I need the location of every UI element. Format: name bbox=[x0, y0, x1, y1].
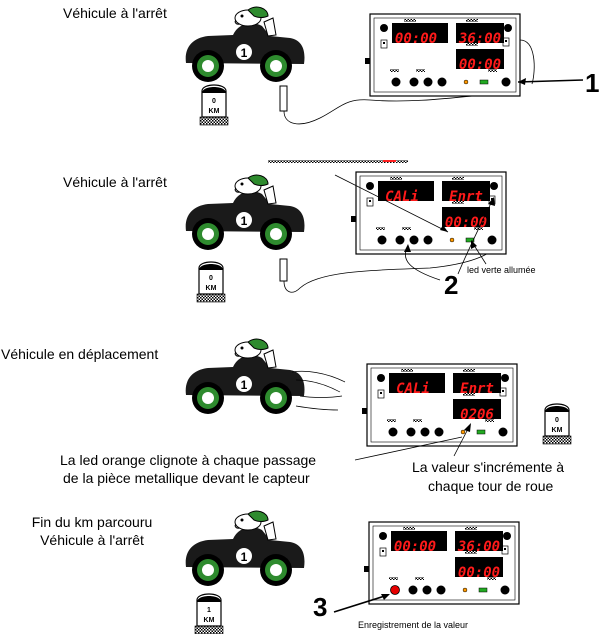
race-car-icon bbox=[185, 338, 305, 415]
step1-caption: Véhicule à l'arrêt bbox=[63, 5, 167, 21]
increment-note-line1: La valeur s'incrémente à bbox=[412, 459, 565, 475]
record-value-note: Enregistrement de la valeur bbox=[358, 620, 469, 630]
display-bottom: 00:00 bbox=[458, 565, 500, 581]
km-marker-icon bbox=[542, 403, 572, 445]
orange-led-note-line1: La led orange clignote à chaque passage bbox=[60, 452, 317, 468]
km-marker-unit: KM bbox=[206, 285, 217, 292]
metal-strip bbox=[268, 160, 408, 163]
step2-group: 0 KM CALi Enrt 00:00 bbox=[185, 160, 507, 303]
callout-number-1: 1 bbox=[585, 68, 600, 98]
km-marker-value: 0 bbox=[555, 417, 559, 424]
step3-caption: Véhicule en déplacement bbox=[1, 346, 159, 362]
step4-caption-line2: Véhicule à l'arrêt bbox=[40, 532, 144, 548]
race-car-icon bbox=[185, 6, 305, 83]
record-button-pressed bbox=[390, 585, 400, 595]
display-top-right: Enrt bbox=[449, 189, 483, 205]
display-top-left: 00:00 bbox=[394, 539, 436, 555]
sensor-icon bbox=[279, 85, 288, 112]
step1-group: 0 KM 00:00 36:00 00:00 bbox=[185, 6, 584, 126]
callout-arrow-3 bbox=[333, 594, 389, 613]
display-bottom: 0206 bbox=[460, 407, 494, 423]
race-car-icon bbox=[185, 174, 305, 251]
km-marker-unit: KM bbox=[552, 427, 563, 434]
display-top-right: 36:00 bbox=[458, 31, 501, 47]
sensor-cable bbox=[283, 245, 497, 293]
race-car-icon bbox=[185, 510, 305, 587]
rally-computer-icon bbox=[350, 171, 507, 255]
rally-computer-icon bbox=[363, 521, 520, 605]
km-marker-icon bbox=[196, 261, 226, 303]
display-top-right: 36:00 bbox=[457, 539, 500, 555]
km-marker-value: 1 bbox=[207, 607, 211, 614]
callout-arrow-1 bbox=[517, 79, 584, 83]
display-top-right: Enrt bbox=[460, 381, 494, 397]
increment-note-line2: chaque tour de roue bbox=[428, 478, 554, 494]
km-marker-icon bbox=[194, 593, 224, 634]
step4-group: 1 KM 00:00 36:00 00:00 bbox=[185, 510, 520, 634]
rally-computer-icon bbox=[364, 13, 521, 97]
display-bottom: 00:00 bbox=[459, 57, 501, 73]
step2-caption: Véhicule à l'arrêt bbox=[63, 174, 167, 190]
sensor-icon bbox=[279, 258, 288, 282]
km-marker-unit: KM bbox=[204, 617, 215, 624]
green-led-note: led verte allumée bbox=[467, 265, 536, 275]
step4-caption-line1: Fin du km parcouru bbox=[31, 514, 153, 530]
sensor-cable bbox=[283, 91, 519, 125]
orange-led-note-line2: de la pièce metallique devant le capteur bbox=[63, 470, 310, 486]
km-marker-value: 0 bbox=[212, 98, 216, 105]
display-bottom: 00:00 bbox=[445, 215, 487, 231]
km-marker-unit: KM bbox=[209, 108, 220, 115]
km-marker-icon bbox=[199, 84, 229, 126]
km-marker-value: 0 bbox=[209, 275, 213, 282]
step3-group: 0 KM CALi Enrt 0206 bbox=[185, 338, 572, 461]
display-top-left: 00:00 bbox=[395, 31, 437, 47]
rally-computer-icon bbox=[361, 363, 518, 447]
motion-lines bbox=[291, 370, 346, 411]
display-top-left: CALi bbox=[396, 381, 430, 397]
display-top-left: CALi bbox=[385, 189, 419, 205]
callout-number-2: 2 bbox=[444, 270, 459, 300]
callout-number-3: 3 bbox=[313, 592, 328, 622]
